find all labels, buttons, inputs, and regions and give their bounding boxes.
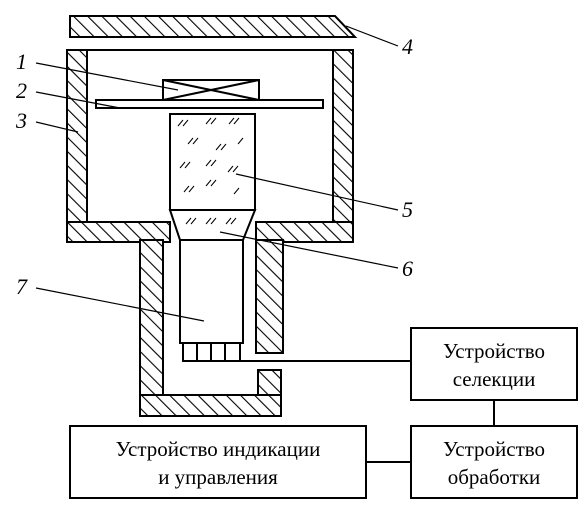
scintillator-crystal <box>169 113 256 211</box>
label-2: 2 <box>16 78 27 103</box>
housing-bottom-right <box>255 221 354 243</box>
label-1: 1 <box>16 49 27 74</box>
processing-device-line1: Устройство <box>443 437 545 461</box>
light-guide-texture <box>185 217 237 225</box>
label-7: 7 <box>16 274 28 299</box>
source-cross-b <box>162 79 260 101</box>
label-3: 3 <box>15 108 27 133</box>
sample-plate <box>95 99 324 109</box>
indication-device-line1: Устройство индикации <box>116 437 321 461</box>
selection-device-line2: селекции <box>453 367 536 391</box>
housing-left-wall <box>66 49 88 224</box>
leader-lines <box>35 25 399 322</box>
indication-device-line2: и управления <box>158 465 278 489</box>
top-cover <box>69 15 358 38</box>
selection-device-line1: Устройство <box>443 339 545 363</box>
housing-bottom-left <box>66 221 171 243</box>
housing-right-wall <box>332 49 354 224</box>
photomultiplier <box>179 239 244 344</box>
shield-right-lower <box>257 369 282 396</box>
label-6: 6 <box>402 256 413 281</box>
processing-device-line2: обработки <box>448 465 541 489</box>
crystal-texture <box>177 117 244 195</box>
label-5: 5 <box>402 197 413 222</box>
shield-left-wall <box>139 239 164 396</box>
light-guide <box>168 209 257 241</box>
shield-bottom <box>139 394 282 417</box>
label-4: 4 <box>402 34 413 59</box>
shield-right-upper <box>255 239 284 354</box>
